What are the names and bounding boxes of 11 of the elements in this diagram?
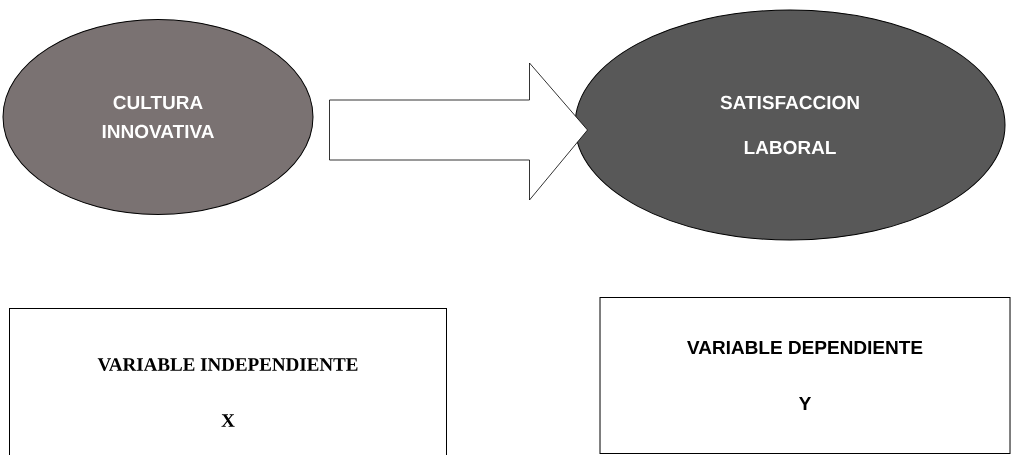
block-arrow: [329, 62, 588, 201]
variable-box: [9, 308, 447, 455]
variable-box: [599, 297, 1011, 454]
variable-letter: Y: [799, 397, 812, 411]
variable-letter: X: [221, 414, 235, 427]
box-heading: VARIABLE DEPENDIENTE: [687, 341, 923, 355]
ellipse-label: CULTURA INNOVATIVA: [102, 95, 214, 139]
ellipse-label: SATISFACCION LABORAL: [720, 95, 859, 155]
ellipse-node: [574, 9, 1006, 241]
box-heading: VARIABLE INDEPENDIENTE: [97, 358, 358, 372]
ellipse-node: [2, 19, 314, 215]
